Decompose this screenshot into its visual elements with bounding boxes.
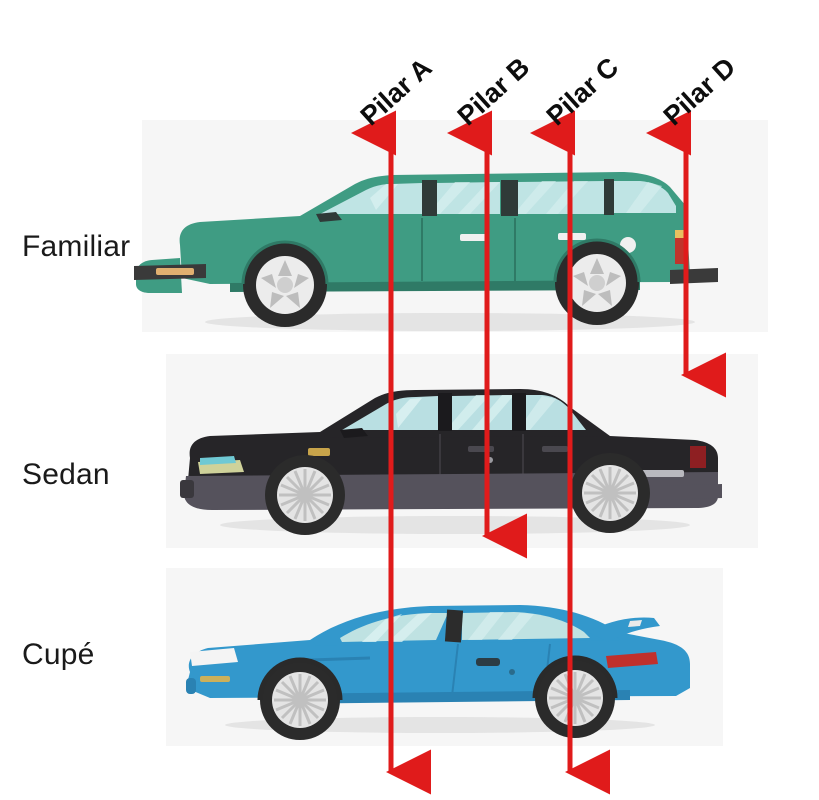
car-sedan: [180, 389, 722, 535]
tail-light-familiar: [675, 236, 685, 264]
b-pillar-sedan: [438, 393, 452, 431]
tail-light-cupe: [606, 652, 658, 668]
headlight-cupe: [190, 648, 238, 666]
row-label-sedan: Sedan: [22, 458, 110, 491]
car-familiar: [134, 172, 718, 331]
rear-wheel-sedan: [570, 453, 650, 533]
side-marker-sedan: [308, 448, 330, 456]
front-wheel-cupe: [260, 660, 340, 740]
front-wheel-familiar: [243, 243, 327, 327]
front-marker-cupe: [200, 676, 230, 682]
rear-bumper-familiar: [670, 268, 718, 284]
car-cupe: [186, 605, 690, 740]
row-label-cupe: Cupé: [22, 638, 95, 671]
b-pillar-cupe: [444, 609, 464, 643]
front-indicator-familiar: [156, 268, 194, 275]
d-pillar-familiar: [604, 179, 614, 215]
c-pillar-sedan: [512, 393, 526, 431]
c-pillar-familiar: [501, 180, 518, 216]
row-label-familiar: Familiar: [22, 230, 131, 263]
mirror-familiar: [316, 212, 342, 222]
front-wheel-sedan: [265, 455, 345, 535]
b-pillar-familiar: [422, 180, 437, 216]
tail-light-sedan: [690, 446, 706, 468]
